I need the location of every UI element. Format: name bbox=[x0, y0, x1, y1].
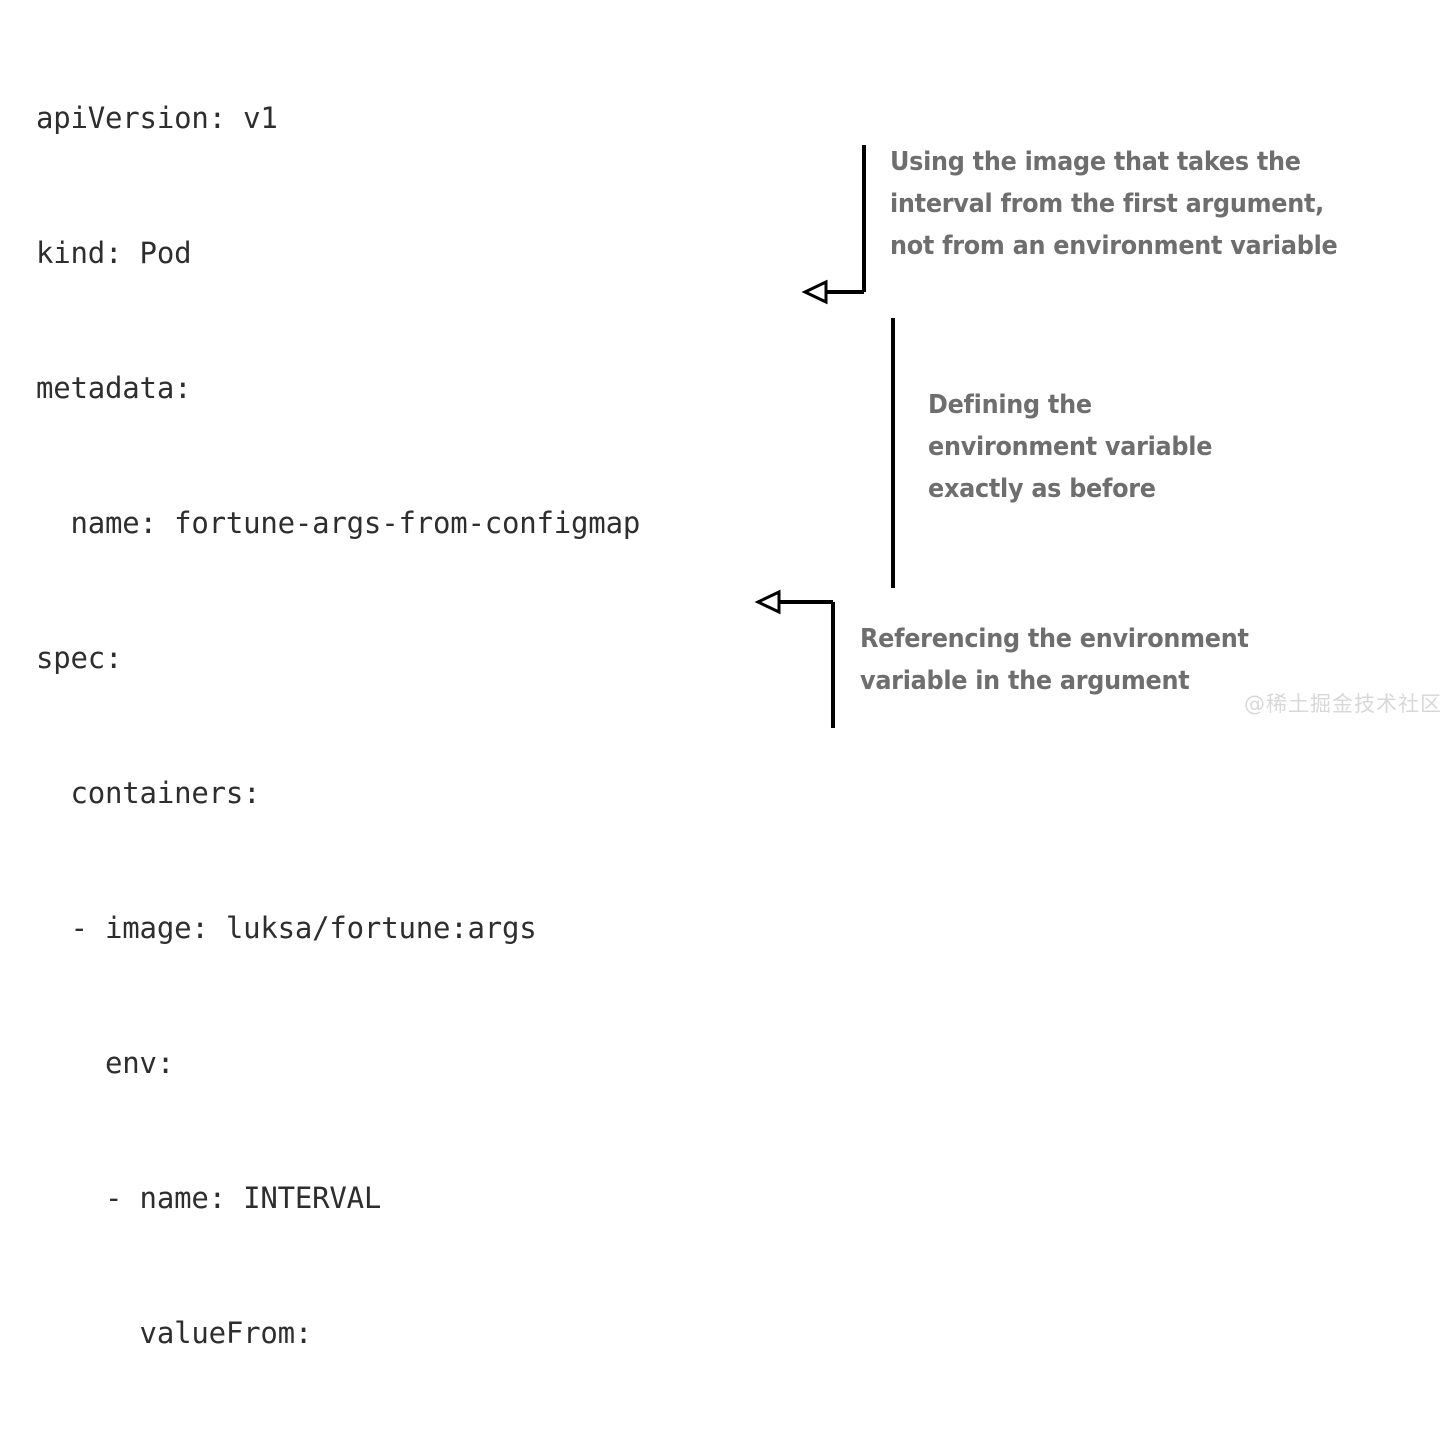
code-line: name: fortune-args-from-configmap bbox=[36, 506, 641, 540]
annotation-referencing-the-env-var: Referencing the environment variable in … bbox=[860, 618, 1375, 702]
annotation-line: Defining the bbox=[928, 390, 1092, 420]
annotation-line: variable in the argument bbox=[860, 666, 1190, 696]
callout-leader-line-2 bbox=[886, 314, 902, 594]
annotation-line: Using the image that takes the bbox=[890, 147, 1301, 177]
annotation-line: Referencing the environment bbox=[860, 624, 1249, 654]
yaml-code-block: apiVersion: v1 kind: Pod metadata: name:… bbox=[36, 6, 836, 1452]
annotation-defining-the-env-var: Defining the environment variable exactl… bbox=[928, 384, 1314, 510]
watermark: @稀土掘金技术社区 bbox=[1244, 692, 1442, 716]
code-line: - image: luksa/fortune:args bbox=[36, 911, 537, 945]
callout-leader-line-3 bbox=[750, 588, 846, 728]
code-line: metadata: bbox=[36, 371, 192, 405]
code-line: containers: bbox=[36, 776, 261, 810]
code-line: kind: Pod bbox=[36, 236, 192, 270]
code-annotation-figure: apiVersion: v1 kind: Pod metadata: name:… bbox=[36, 101, 1456, 1452]
code-line: apiVersion: v1 bbox=[36, 101, 278, 135]
code-line: spec: bbox=[36, 641, 123, 675]
code-line: configMapKeyRef: bbox=[36, 1446, 836, 1452]
code-line: - name: INTERVAL bbox=[36, 1181, 382, 1215]
annotation-line: environment variable bbox=[928, 432, 1213, 462]
callout-leader-line-1 bbox=[796, 140, 876, 305]
annotation-using-the-image: Using the image that takes the interval … bbox=[890, 141, 1456, 267]
annotation-line: not from an environment variable bbox=[890, 231, 1338, 261]
code-line: env: bbox=[36, 1046, 175, 1080]
annotation-line: interval from the first argument, bbox=[890, 189, 1324, 219]
annotation-line: exactly as before bbox=[928, 474, 1156, 504]
code-line: valueFrom: bbox=[36, 1316, 313, 1350]
